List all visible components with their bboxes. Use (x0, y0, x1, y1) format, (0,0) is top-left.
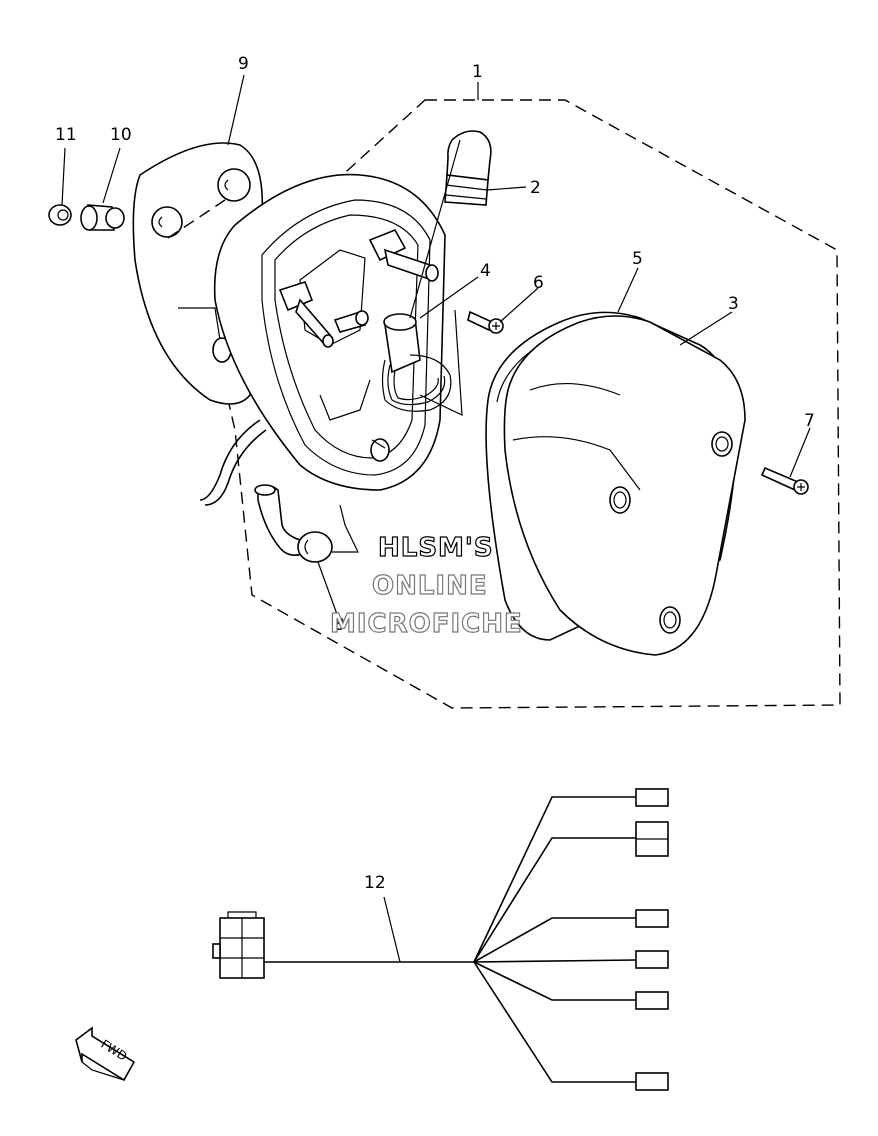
callout-9: 9 (238, 54, 249, 74)
callout-11: 11 (55, 125, 77, 145)
callout-12: 12 (364, 873, 386, 893)
watermark-line-3: MICROFICHE (330, 609, 523, 639)
nut (48, 204, 72, 226)
callout-1: 1 (472, 62, 483, 82)
screw-short (467, 310, 504, 334)
fwd-arrow-icon: FWD (75, 1026, 136, 1082)
callout-10: 10 (110, 125, 132, 145)
callout-4: 4 (480, 261, 491, 281)
watermark-line-2: ONLINE (372, 571, 488, 601)
wire-harness (212, 788, 669, 1091)
callout-5: 5 (632, 249, 643, 269)
watermark-line-1: HLSM'S (378, 533, 494, 563)
leader-lines (61, 74, 811, 618)
bulb (444, 130, 492, 206)
callout-7: 7 (804, 411, 815, 431)
watermark: HLSM'S ONLINE MICROFICHE (329, 532, 523, 639)
socket (381, 309, 463, 416)
callout-3: 3 (728, 294, 739, 314)
callout-6: 6 (533, 273, 544, 293)
collar (80, 204, 125, 231)
tail-light-housing (199, 173, 446, 506)
lens (503, 315, 746, 656)
callout-2: 2 (530, 178, 541, 198)
screw-long (760, 466, 809, 495)
callout-8: 8 (334, 615, 345, 635)
grommet (254, 484, 359, 563)
